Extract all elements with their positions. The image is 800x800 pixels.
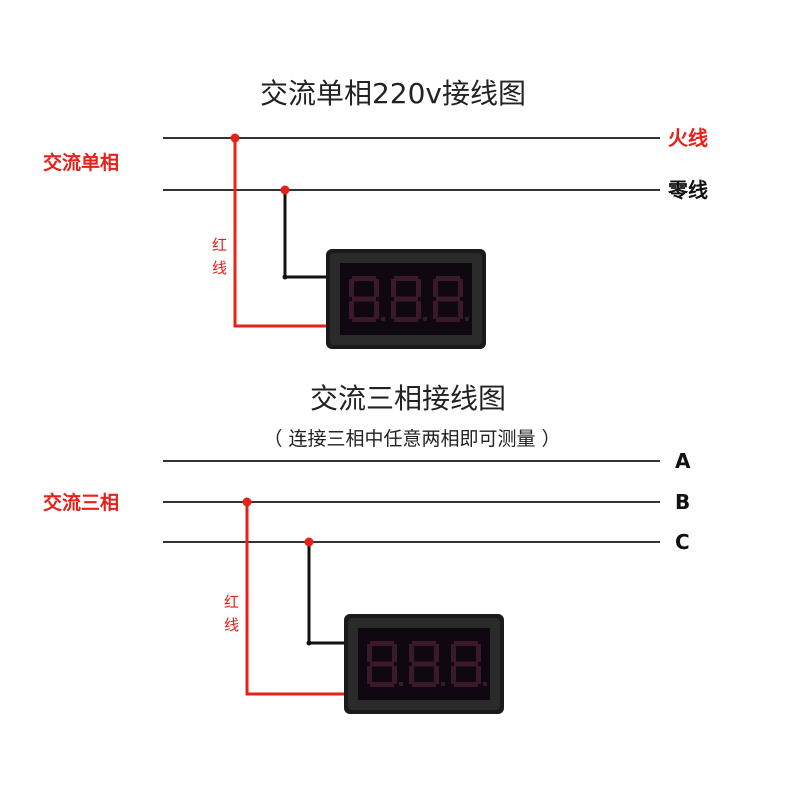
voltmeter-1-digit-1-segment — [374, 301, 379, 319]
three-phase-subtitle: （ 连接三相中任意两相即可测量 ） — [263, 428, 560, 450]
junction-dot-c — [304, 537, 314, 547]
voltmeter-1-digit-2-segment — [394, 276, 418, 281]
voltmeter-2 — [344, 614, 504, 714]
terminal-dot-black-2 — [306, 640, 312, 646]
voltmeter-1-digit-3-dot — [465, 317, 469, 321]
voltmeter-2-digit-3-segment — [476, 644, 481, 662]
voltmeter-1-digit-2-segment — [416, 301, 421, 319]
voltmeter-2-digit-2-dot — [441, 682, 445, 686]
voltmeter-1-digit-3-segment — [433, 279, 438, 297]
voltmeter-2-digit-3-segment — [454, 641, 478, 646]
voltmeter-2-digit-1-dot — [399, 682, 403, 686]
voltmeter-2-digit-1-segment — [370, 661, 394, 667]
voltmeter-1-digit-1-segment — [349, 279, 354, 297]
voltmeter-1-digit-1-segment — [352, 317, 376, 322]
voltmeter-2-digit-1-segment — [370, 641, 394, 646]
voltmeter-2-digit-2-segment — [409, 666, 414, 684]
junction-dot-b — [242, 497, 252, 507]
voltmeter-1-digit-1-segment — [352, 276, 376, 281]
voltmeter-1-digit-1-segment — [352, 296, 376, 302]
voltmeter-2-digit-3-segment — [451, 666, 456, 684]
voltmeter-2-digit-3-segment — [476, 666, 481, 684]
voltmeter-1-digit-3-segment — [433, 301, 438, 319]
phase-b-label: B — [675, 490, 690, 514]
voltmeter-2-digit-2-segment — [434, 666, 439, 684]
three-phase-group-label: 交流三相 — [43, 491, 119, 514]
voltmeter-2-digit-2-segment — [412, 682, 436, 687]
voltmeter-2-digit-2-segment — [412, 661, 436, 667]
voltmeter-1-digit-2-segment — [394, 317, 418, 322]
voltmeter-2-digit-3-segment — [454, 661, 478, 667]
voltmeter-1-digit-1-segment — [374, 279, 379, 297]
single-phase-title: 交流单相220v接线图 — [260, 77, 526, 110]
junction-dot-neutral — [280, 185, 290, 195]
voltmeter-1-digit-1-segment — [349, 301, 354, 319]
terminal-dot-black-1 — [282, 274, 288, 280]
voltmeter-1-digit-3-segment — [458, 279, 463, 297]
voltmeter-1-digit-3-segment — [436, 317, 460, 322]
voltmeter-1-digit-3-segment — [436, 296, 460, 302]
voltmeter-1-digit-1-dot — [381, 317, 385, 321]
voltmeter-2-digit-2-segment — [412, 641, 436, 646]
red-wire-label-2a: 红 — [224, 593, 239, 611]
red-wire-label-1a: 红 — [212, 236, 227, 254]
voltmeter-1-digit-2-dot — [423, 317, 427, 321]
red-wire-label-1b: 线 — [212, 259, 227, 277]
voltmeter-2-digit-2-segment — [409, 644, 414, 662]
three-phase-title: 交流三相接线图 — [310, 382, 506, 415]
junction-dot-live — [230, 133, 240, 143]
red-wire-label-2b: 线 — [224, 616, 239, 634]
voltmeter-2-digit-3-dot — [483, 682, 487, 686]
black-wire-1 — [283, 190, 330, 279]
voltmeter-2-digit-1-segment — [370, 682, 394, 687]
neutral-label: 零线 — [667, 178, 708, 202]
phase-a-label: A — [675, 449, 691, 473]
single-phase-group-label: 交流单相 — [43, 151, 119, 174]
black-wire-2 — [307, 542, 348, 645]
voltmeter-1-digit-2-segment — [391, 279, 396, 297]
voltmeter-2-digit-1-segment — [392, 666, 397, 684]
voltmeter-2-digit-2-segment — [434, 644, 439, 662]
voltmeter-1-digit-2-segment — [391, 301, 396, 319]
live-label: 火线 — [668, 126, 708, 150]
voltmeter-2-digit-1-segment — [392, 644, 397, 662]
voltmeter-1-digit-2-segment — [416, 279, 421, 297]
phase-c-label: C — [675, 530, 690, 554]
voltmeter-1-digit-3-segment — [458, 301, 463, 319]
voltmeter-1-digit-2-segment — [394, 296, 418, 302]
voltmeter-2-digit-1-segment — [367, 666, 372, 684]
red-wire-2 — [245, 502, 348, 696]
voltmeter-2-digit-1-segment — [367, 644, 372, 662]
voltmeter-2-digit-3-segment — [451, 644, 456, 662]
voltmeter-1-digit-3-segment — [436, 276, 460, 281]
red-wire-1 — [233, 138, 330, 328]
voltmeter-2-digit-3-segment — [454, 682, 478, 687]
voltmeter-1 — [326, 249, 486, 349]
